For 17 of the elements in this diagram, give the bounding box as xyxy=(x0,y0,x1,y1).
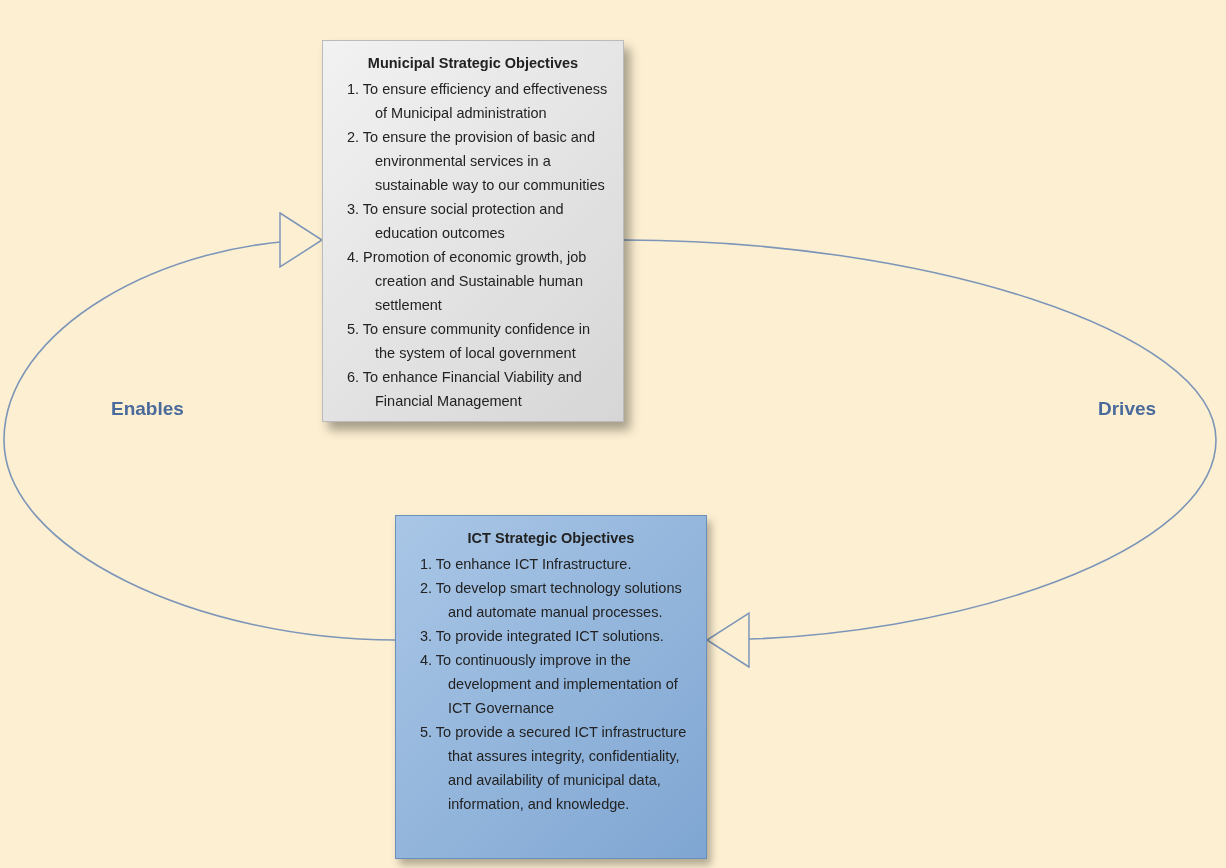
objectives-box xyxy=(322,40,624,422)
objectives-box xyxy=(395,515,707,859)
list-item: 3. To ensure social protection and education outcomes xyxy=(346,200,565,243)
list-item: 1. To ensure efficiency and effectiveness of Municipal administration xyxy=(346,80,609,123)
curved-arrow xyxy=(3,214,396,641)
list-item: 5. To provide a secured ICT infrastructure that assures integrity, confidentiality, and availability of municipal data, information, and knowledge. xyxy=(419,723,688,814)
list-item: 4. To continuously improve in the development and implementation of ICT Governance xyxy=(419,651,679,718)
list-item: 3. To provide integrated ICT solutions. xyxy=(419,627,665,646)
list-item: 2. To ensure the provision of basic and environmental services in a sustainable way to our communities xyxy=(346,128,606,195)
list-item: 2. To develop smart technology solutions and automate manual processes. xyxy=(419,579,683,622)
curved-arrow xyxy=(623,239,1217,667)
list-item: 4. Promotion of economic growth, job creation and Sustainable human settlement xyxy=(346,248,588,315)
box-heading: ICT Strategic Objectives xyxy=(466,529,636,548)
list-item: 1. To enhance ICT Infrastructure. xyxy=(419,555,633,574)
box-heading: Municipal Strategic Objectives xyxy=(366,54,580,73)
list-item: 6. To enhance Financial Viability and Financial Management xyxy=(346,368,583,411)
list-item: 5. To ensure community confidence in the system of local government xyxy=(346,320,592,363)
